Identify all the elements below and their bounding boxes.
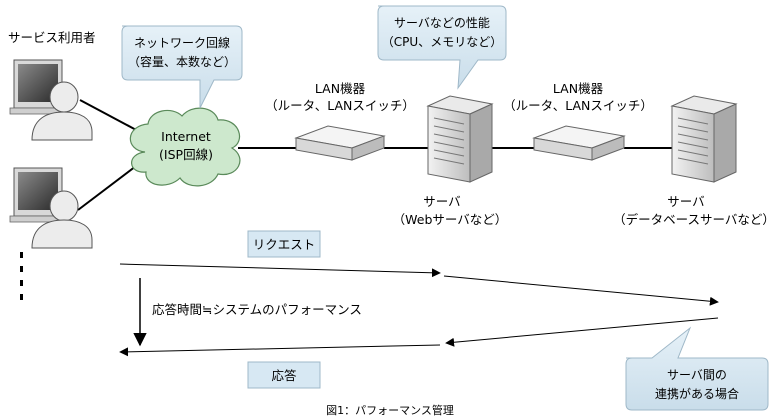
response-arrow-2: [119, 344, 441, 357]
person-icon: [31, 190, 93, 249]
more-users-ellipsis: [20, 252, 23, 300]
callout-server-performance: サーバなどの性能 （CPU、メモリなど）: [377, 5, 507, 90]
link-user2-internet: [77, 162, 141, 211]
person-icon: [31, 81, 93, 141]
request-label: リクエスト: [253, 237, 316, 252]
server-icon-db: [670, 95, 738, 183]
internet-cloud: Internet (ISP回線): [129, 107, 241, 187]
lan-device-1-subtitle: （ルータ、LANスイッチ）: [265, 98, 415, 113]
request-arrow-2: [443, 275, 719, 306]
callout-network-line2: （容量、本数など）: [128, 54, 236, 69]
callout-server-link-line1: サーバ間の: [667, 368, 727, 382]
lan-device-2-subtitle: （ルータ、LANスイッチ）: [503, 98, 653, 113]
callout-network: ネットワーク回線 （容量、本数など）: [121, 25, 243, 109]
internet-sub-label: (ISP回線): [159, 147, 213, 162]
server-db-title: サーバ: [667, 194, 704, 209]
request-label-box: リクエスト: [247, 230, 321, 258]
link-user1-internet: [79, 99, 141, 133]
callout-server-link: サーバ間の 連携がある場合: [625, 326, 769, 411]
server-icon-web: [426, 95, 494, 183]
router-icon-1: [294, 125, 386, 161]
callout-server-perf-line2: （CPU、メモリなど）: [382, 35, 502, 49]
response-label-box: 応答: [247, 361, 321, 389]
lan-device-1-title: LAN機器: [315, 81, 366, 96]
internet-label: Internet: [161, 129, 211, 144]
callout-network-line1: ネットワーク回線: [134, 35, 230, 50]
server-web-subtitle: （Webサーバなど）: [393, 212, 508, 227]
users-label: サービス利用者: [8, 30, 96, 45]
lan-device-2-title: LAN機器: [553, 81, 604, 96]
figure-caption: 図1：パフォーマンス管理: [326, 403, 454, 417]
request-arrow-1: [119, 263, 441, 278]
response-time-label: 応答時間≒システムのパフォーマンス: [152, 302, 362, 317]
callout-server-perf-line1: サーバなどの性能: [394, 16, 490, 30]
server-web-title: サーバ: [423, 194, 460, 209]
response-label: 応答: [271, 368, 297, 383]
computer-icon: [9, 167, 67, 223]
user-2: [9, 167, 93, 249]
computer-icon: [9, 59, 67, 115]
router-icon-2: [532, 125, 626, 161]
callout-server-link-line2: 連携がある場合: [655, 386, 739, 401]
response-arrow-1: [445, 317, 719, 347]
user-1: [9, 59, 93, 141]
server-db-subtitle: （データベースサーバなど）: [613, 212, 775, 227]
